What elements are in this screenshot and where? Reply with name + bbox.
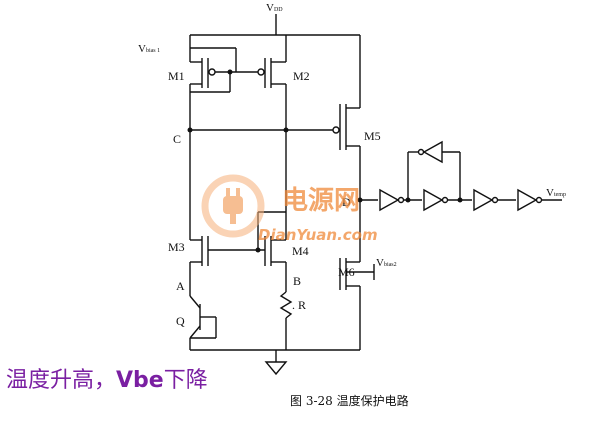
label-m4: M4 [292,244,309,258]
label-node-b: B [293,274,301,288]
transistor-m2 [257,35,287,212]
watermark-plug-icon [201,174,265,238]
transistor-q [189,295,217,350]
label-m3: M3 [168,240,185,254]
label-m2: M2 [293,69,310,83]
label-vbias1: Vbias 1 [138,43,160,55]
transistor-m1 [189,35,258,130]
watermark-title: 电源网 [282,186,361,216]
watermark-url: DianYuan.com [258,226,378,244]
resistor-r [279,291,293,350]
label-m6: M6 [338,265,355,279]
label-q: Q [176,314,185,328]
inverter-3 [473,188,499,212]
label-m5: M5 [364,129,381,143]
label-node-d: D [342,195,351,209]
transistor-m5 [332,35,361,200]
label-resistor: . R [292,298,306,312]
label-node-a: A [176,279,185,293]
transistor-m6 [339,200,375,350]
inverter-1 [379,188,405,212]
transistor-m4 [264,212,287,292]
transistor-m3 [189,236,209,296]
label-vdd: VDD [266,2,283,14]
figure-caption: 图 3-28 温度保护电路 [290,394,409,408]
inverter-2 [423,188,449,212]
label-node-c: C [173,132,181,146]
label-vtemp: Vtemp [546,187,566,199]
label-m1: M1 [168,69,185,83]
ground-symbol [264,361,288,376]
inverter-feedback [417,140,443,164]
label-vbias2: Vbias2 [376,257,397,269]
inverter-4 [517,188,543,212]
annotation-text: 温度升高，Vbe下降 [6,368,208,393]
